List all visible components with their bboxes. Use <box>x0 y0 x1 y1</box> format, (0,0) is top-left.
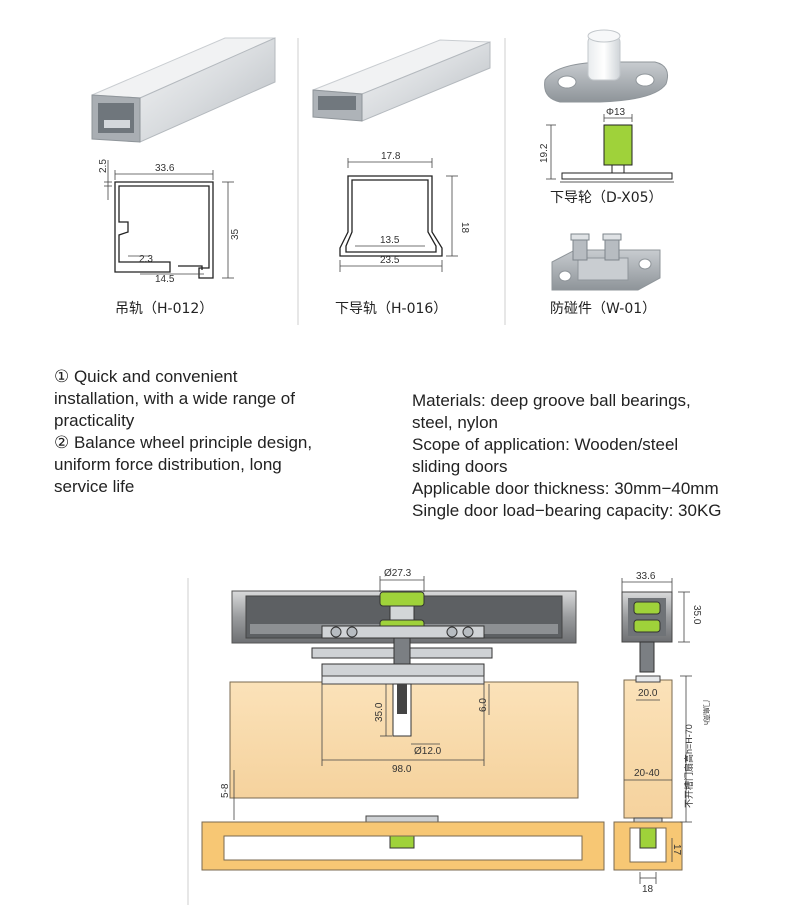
hanging-rail-photo <box>91 37 276 143</box>
dim-label: 2.3 <box>139 254 153 265</box>
dim-label: 35.0 <box>691 605 702 625</box>
dim-label: 17.8 <box>381 151 401 162</box>
side-door <box>613 675 683 871</box>
dim-label: 6.0 <box>478 698 489 712</box>
side-dims <box>621 578 692 884</box>
feature-line: Materials: deep groove ball bearings, <box>412 391 691 410</box>
anti-collision-photo <box>551 233 661 291</box>
dim-label: 35 <box>230 228 241 240</box>
dim-label: 18 <box>459 222 470 234</box>
lower-rail-caption: 下导轨（H-016） <box>335 301 447 317</box>
features-left: ① Quick and convenient installation, wit… <box>54 366 312 498</box>
feature-line: uniform force distribution, long <box>54 455 282 474</box>
guide-wheel-dims <box>546 114 633 180</box>
dim-label: 2.5 <box>98 159 109 173</box>
dim-label: 98.0 <box>392 764 412 775</box>
trolley <box>311 591 493 677</box>
feature-line: Applicable door thickness: 30mm−40mm <box>412 479 719 498</box>
dim-label: 23.5 <box>380 255 400 266</box>
front-door <box>229 675 579 799</box>
feature-line: sliding doors <box>412 457 508 476</box>
lower-rail-photo <box>312 39 491 122</box>
dim-label: 18 <box>642 884 654 895</box>
dim-label: Ø27.3 <box>384 568 412 579</box>
anti-collision-caption: 防碰件（W-01） <box>550 301 656 317</box>
front-floor-rail <box>201 815 605 871</box>
dim-label: 17 <box>671 844 682 856</box>
guide-wheel-caption: 下导轮（D-X05） <box>550 190 663 206</box>
dim-label: Ø12.0 <box>414 746 442 757</box>
dim-label: 13.5 <box>380 235 400 246</box>
dim-label: 35.0 <box>374 702 385 722</box>
dim-label: Φ13 <box>606 107 626 118</box>
hanging-rail-dims <box>104 160 234 279</box>
side-rail <box>621 591 673 673</box>
feature-line: ① Quick and convenient <box>54 367 238 386</box>
feature-line: Single door load−bearing capacity: 30KG <box>412 501 722 520</box>
feature-line: steel, nylon <box>412 413 498 432</box>
feature-line: practicality <box>54 411 135 430</box>
front-dims <box>233 576 490 820</box>
hanging-rail-profile <box>114 181 214 279</box>
features-right: Materials: deep groove ball bearings, st… <box>412 390 722 522</box>
feature-line: ② Balance wheel principle design, <box>54 433 313 452</box>
lower-rail-dims <box>339 158 458 272</box>
dim-label: 门扇高h <box>702 700 711 725</box>
feature-line: service life <box>54 477 135 496</box>
dim-label: 不开槽门扇高h=H-70 <box>683 724 694 808</box>
guide-wheel-photo <box>544 29 669 103</box>
dim-label: 14.5 <box>155 274 175 285</box>
dim-label: 19.2 <box>539 143 550 163</box>
dim-label: 20.0 <box>638 688 658 699</box>
hanging-rail-caption: 吊轨（H-012） <box>115 301 213 317</box>
lower-rail-profile <box>339 175 443 257</box>
dim-label: 33.6 <box>155 163 175 174</box>
feature-line: Scope of application: Wooden/steel <box>412 435 679 454</box>
guide-wheel-drawing <box>560 124 674 183</box>
dim-label: 33.6 <box>636 571 656 582</box>
dim-label: 5-8 <box>220 783 231 798</box>
dim-label: 20-40 <box>634 768 660 779</box>
feature-line: installation, with a wide range of <box>54 389 295 408</box>
